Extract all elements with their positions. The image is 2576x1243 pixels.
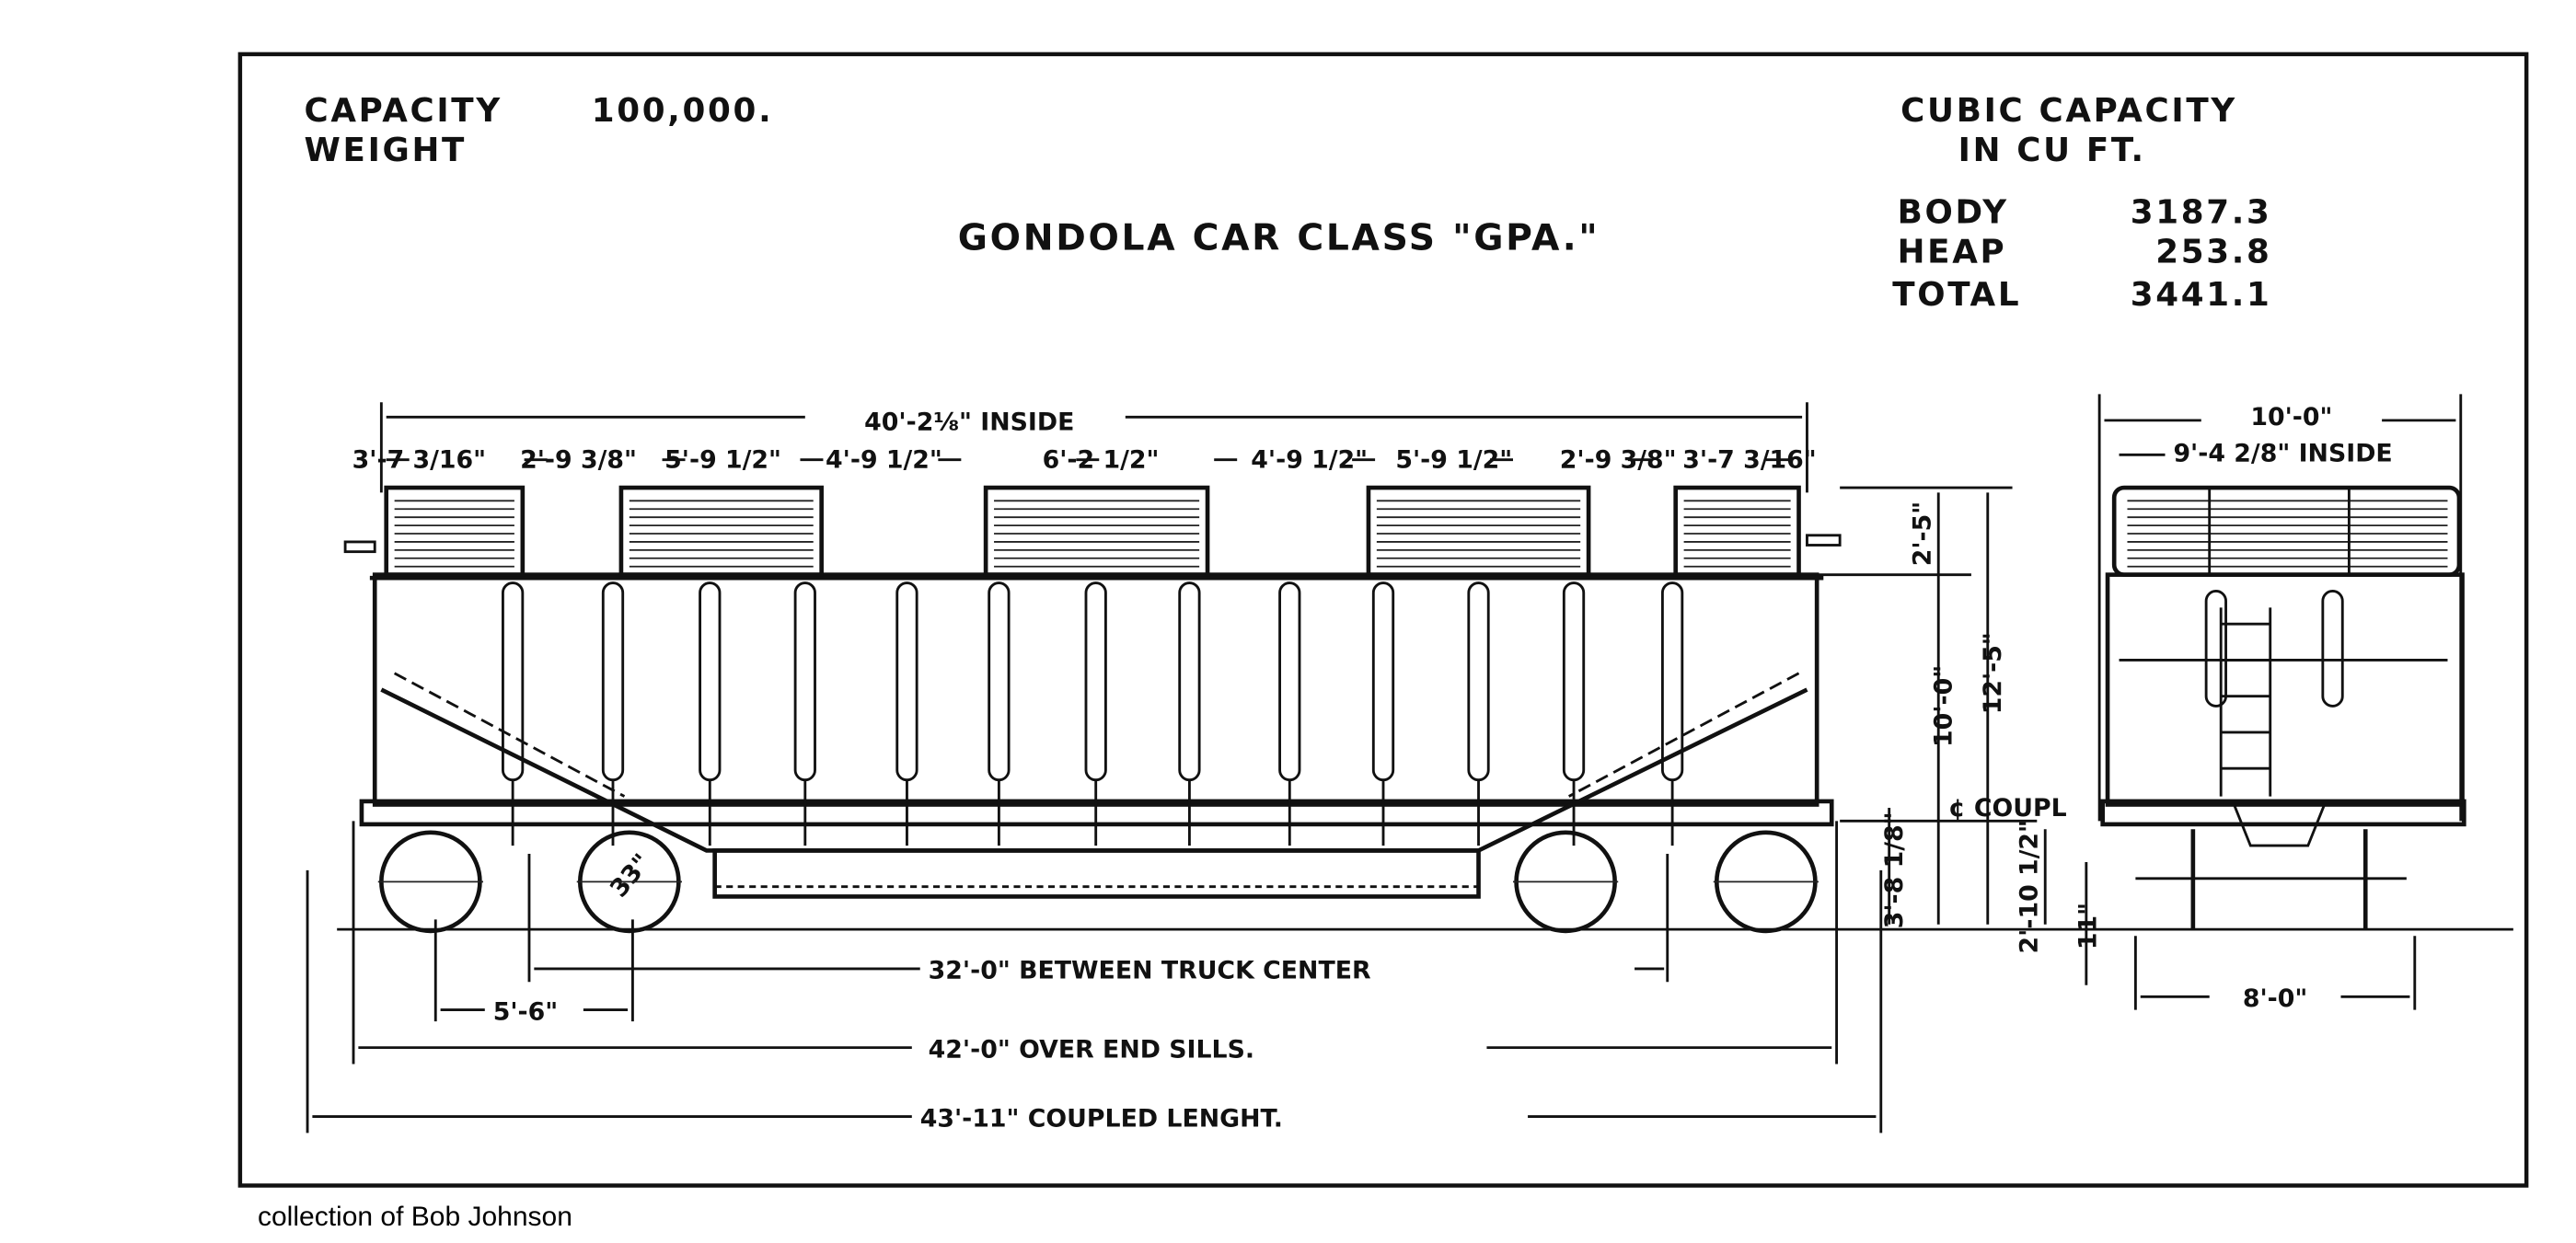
cubic-body-value: 3187.3: [2131, 194, 2272, 232]
segment-dim: 4'-9 1/2": [826, 446, 942, 475]
end-inside-width-dim: 9'-4 2/8" INSIDE: [2173, 439, 2392, 467]
segment-dim: 6'-2 1/2": [1043, 446, 1160, 475]
cubic-title: CUBIC CAPACITY: [1900, 92, 2237, 130]
drawing-title: GONDOLA CAR CLASS "GPA.": [958, 217, 1600, 259]
heap-board: [1673, 485, 1801, 577]
truck-centers-dim: 32'-0" BETWEEN TRUCK CENTER: [929, 957, 1371, 985]
side-stake: [1467, 581, 1490, 782]
cubic-total-value: 3441.1: [2131, 276, 2272, 314]
end-sill-height-dim: 2'-10 1/2": [2015, 820, 2043, 953]
cubic-heap-label: HEAP: [1898, 234, 2007, 271]
heap-height-dim: 2'-5": [1908, 501, 1936, 566]
weight-label: WEIGHT: [304, 132, 467, 169]
inside-length-dim: 40'-2⅛" INSIDE: [864, 409, 1074, 437]
capacity-value: 100,000.: [592, 92, 774, 130]
heap-board: [983, 485, 1210, 577]
over-end-sills-dim: 42'-0" OVER END SILLS.: [929, 1035, 1254, 1064]
segment-dim: 2'-9 3/8": [520, 446, 637, 475]
end-view-car: 10'-0" 9'-4 2/8" INSIDE 8'-0": [2097, 394, 2466, 1013]
capacity-label: CAPACITY: [304, 92, 502, 130]
collection-caption: collection of Bob Johnson: [258, 1202, 572, 1232]
side-stake: [895, 581, 918, 782]
side-stake: [601, 581, 625, 782]
side-stake: [1178, 581, 1201, 782]
body-height-dim: 10'-0": [1930, 665, 1958, 747]
heap-board: [1366, 485, 1591, 577]
segment-dim: 5'-9 1/2": [664, 446, 781, 475]
cubic-body-label: BODY: [1898, 194, 2009, 232]
coupler-height-dim: 3'-8 1/8": [1880, 811, 1909, 928]
segment-dim: 3'-7 3/16": [352, 446, 486, 475]
wheel-diameter-dim: 33": [605, 848, 657, 903]
cubic-total-label: TOTAL: [1892, 276, 2021, 314]
side-stake: [988, 581, 1011, 782]
total-height-dim: 12'-5": [1979, 632, 2007, 714]
side-stake: [1084, 581, 1107, 782]
side-dimensions: 40'-2⅛" INSIDE 3'-7 3/16"2'-9 3/8"5'-9 1…: [306, 402, 2513, 1134]
drawing-border: [237, 52, 2529, 1188]
clearance-dim: 11": [2074, 903, 2103, 950]
truck-width-dim: 8'-0": [2243, 984, 2308, 1013]
segment-dim: 2'-9 3/8": [1560, 446, 1677, 475]
segment-dim: 3'-7 3/16": [1682, 446, 1816, 475]
truck-wheelbase-dim: 5'-6": [493, 997, 558, 1026]
heap-board: [384, 485, 526, 577]
cubic-heap-value: 253.8: [2155, 234, 2271, 271]
side-stake: [1562, 581, 1586, 782]
side-view-car: 33": [343, 485, 1842, 934]
coupler-centerline-label: ¢ COUPL: [1948, 794, 2067, 823]
coupled-length-dim: 43'-11" COUPLED LENGHT.: [920, 1104, 1283, 1133]
heap-board: [618, 485, 824, 577]
side-stake: [699, 581, 722, 782]
segment-dim: 4'-9 1/2": [1251, 446, 1368, 475]
side-stake: [1371, 581, 1395, 782]
side-stake: [793, 581, 816, 782]
cubic-units: IN CU FT.: [1958, 132, 2146, 169]
end-width-dim: 10'-0": [2250, 403, 2332, 432]
segment-dim: 5'-9 1/2": [1395, 446, 1512, 475]
side-stake: [1278, 581, 1301, 782]
